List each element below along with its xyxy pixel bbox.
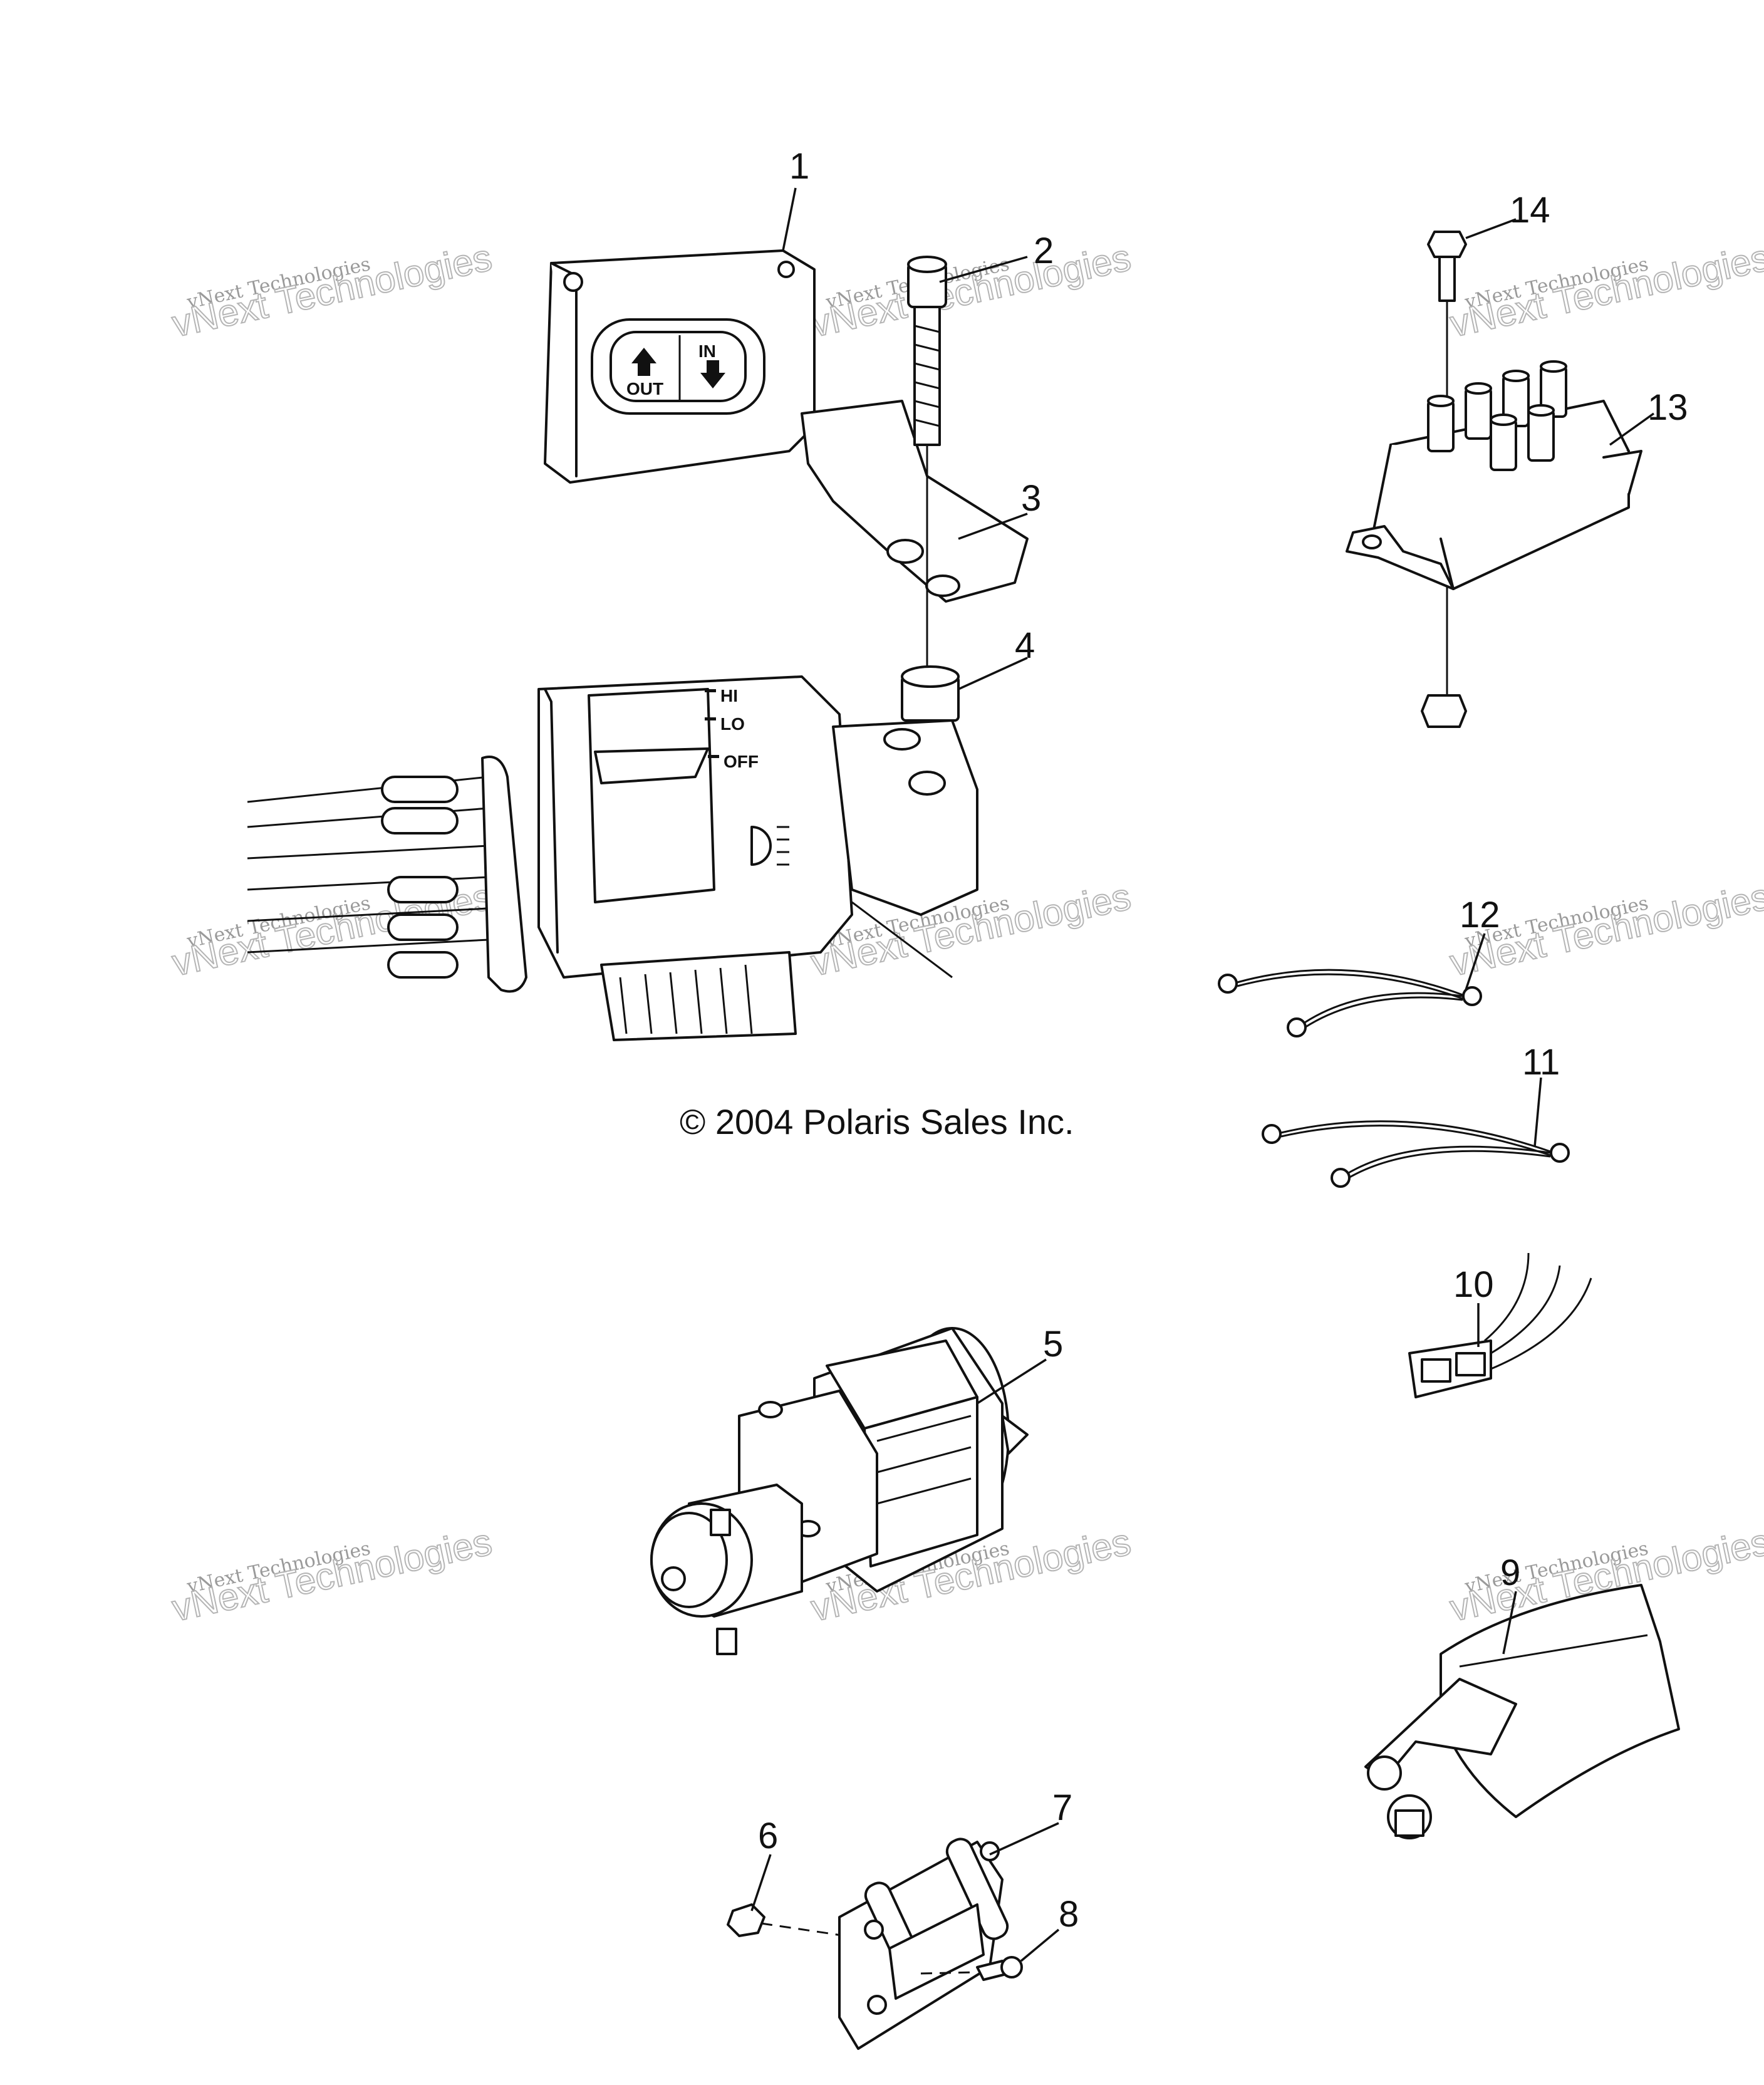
part-13-relay-solenoid — [1346, 360, 1642, 728]
copyright-notice: © 2004 Polaris Sales Inc. — [680, 1102, 1074, 1141]
callout-12: 12 — [1460, 895, 1500, 935]
part-1-winch-switch: OUT IN — [544, 249, 816, 484]
callout-7: 7 — [1052, 1787, 1072, 1828]
callout-3: 3 — [1021, 478, 1041, 519]
callout-numbers: 1 2 3 4 5 6 7 8 9 10 11 12 13 14 — [758, 146, 1688, 1935]
callout-5: 5 — [1043, 1324, 1063, 1365]
switch-lo-label: LO — [720, 714, 745, 734]
callout-9: 9 — [1500, 1552, 1520, 1593]
part-6-nut — [727, 1903, 846, 1937]
part-5-winch — [650, 1327, 1029, 1655]
handlebar-control-housing: HI LO OFF — [247, 675, 978, 1041]
part-12-battery-cable — [1218, 969, 1482, 1037]
callout-6: 6 — [758, 1816, 778, 1856]
part-11-battery-cable — [1262, 1120, 1570, 1188]
callout-11: 11 — [1522, 1042, 1560, 1083]
callout-10: 10 — [1453, 1264, 1494, 1305]
callout-8: 8 — [1059, 1894, 1079, 1935]
callout-2: 2 — [1034, 231, 1054, 271]
callout-1: 1 — [789, 146, 809, 187]
part-14-bolt — [1427, 231, 1467, 695]
arrow-up-icon — [631, 348, 656, 376]
part-10-connector — [1408, 1252, 1592, 1398]
switch-hi-label: HI — [720, 686, 738, 705]
switch-off-label: OFF — [724, 752, 759, 771]
part-4-spacer — [901, 665, 960, 722]
callout-14: 14 — [1510, 190, 1550, 231]
part-9-hook-strap — [1364, 1584, 1680, 1839]
switch-out-label: OUT — [626, 379, 663, 398]
callout-13: 13 — [1647, 387, 1688, 428]
arrow-down-icon — [700, 360, 725, 388]
part-7-roller-fairlead — [838, 1838, 1009, 2050]
leader-lines — [750, 187, 1655, 1962]
callout-4: 4 — [1015, 625, 1035, 666]
switch-in-label: IN — [698, 341, 716, 361]
part-8-bolt — [920, 1956, 1023, 1981]
